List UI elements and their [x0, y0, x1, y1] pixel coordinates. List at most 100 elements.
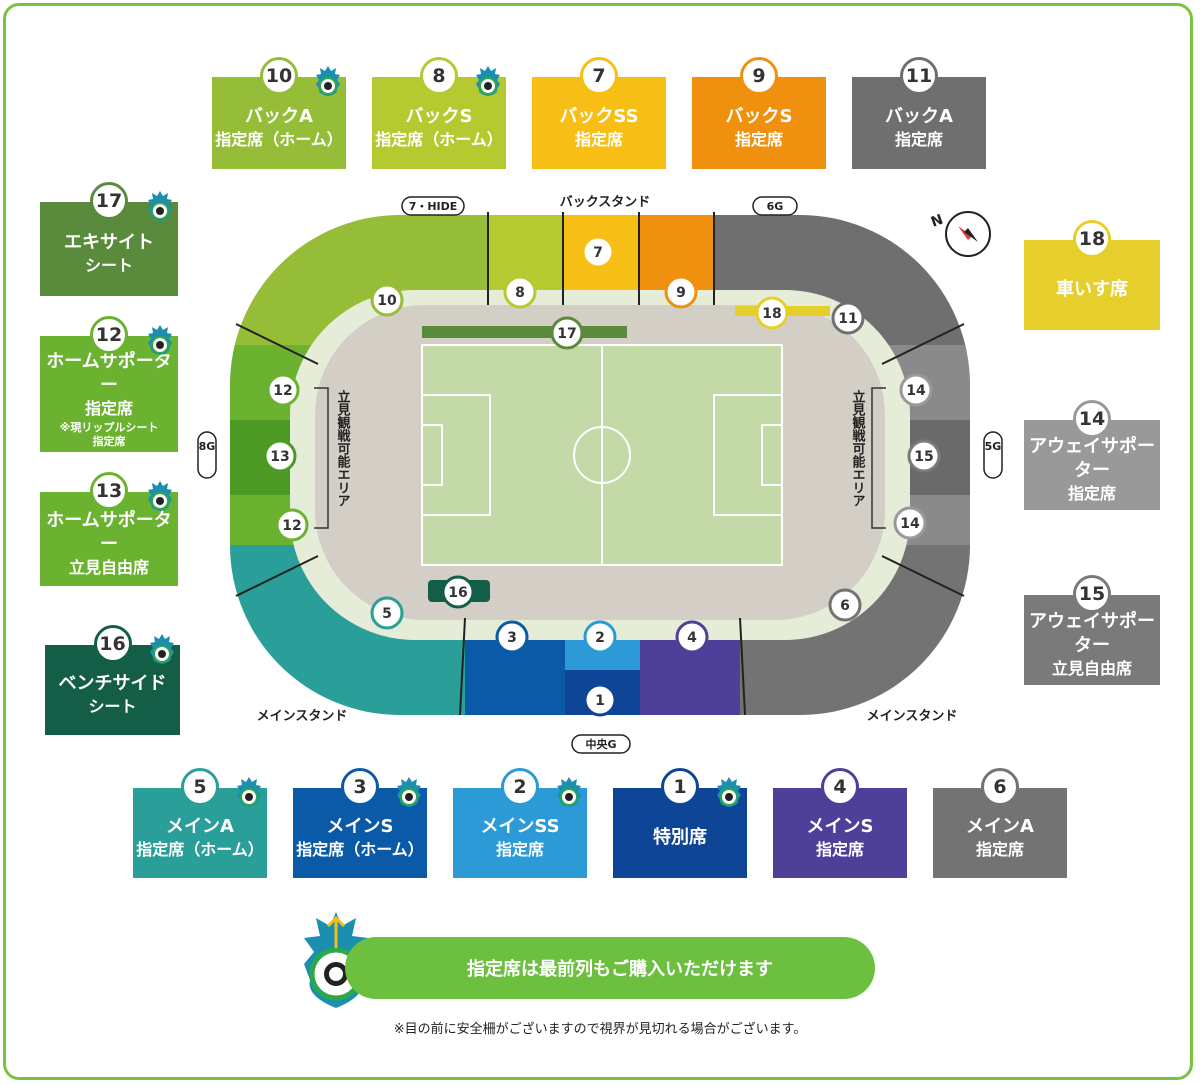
gate-7hide: 7・HIDE [409, 200, 458, 213]
seat-card-title: ベンチサイド [58, 673, 167, 694]
section-marker-5[interactable] [370, 596, 404, 630]
main-stand-label-right: メインスタンド [867, 709, 958, 724]
section-marker-label: 15 [914, 449, 933, 465]
seat-card-16[interactable]: 16 ベンチサイドシート [45, 625, 180, 735]
section-marker-1[interactable] [583, 683, 617, 717]
section-marker-10[interactable] [370, 283, 404, 317]
section-marker-label: 9 [676, 285, 686, 301]
standing-area-left: 立見観戦可能エリア [335, 389, 352, 507]
section-marker-label: 1 [595, 693, 605, 709]
seat-card-title: メインS [326, 816, 394, 837]
seat-card-subtitle: 指定席 [574, 130, 623, 149]
section-marker-label: 17 [557, 326, 576, 342]
section-marker-label: 7 [593, 245, 603, 261]
seat-card-4[interactable]: 4 メインS 指定席 [773, 768, 907, 878]
section-marker-18[interactable] [755, 296, 789, 330]
section-marker-13[interactable] [263, 439, 297, 473]
seat-card-subtitle: 指定席 [894, 130, 943, 149]
section-marker-14[interactable] [893, 506, 927, 540]
section-marker-6[interactable] [828, 588, 862, 622]
club-crest-icon [237, 777, 261, 807]
section-marker-12[interactable] [266, 373, 300, 407]
club-crest-icon [476, 66, 500, 96]
seat-card-title: ホームサポーター [46, 350, 172, 396]
safety-note: ※目の前に安全柵がございますので視界が見切れる場合がございます。 [393, 1022, 807, 1037]
gate-8g: 8G [199, 440, 216, 453]
gate-5g-text: 5G [985, 440, 1002, 453]
seat-number-badge: 17 [90, 182, 128, 220]
seat-card-subtitle: 指定席 [815, 840, 864, 859]
club-crest-icon [557, 777, 581, 807]
section-marker-12[interactable] [275, 508, 309, 542]
section-marker-16[interactable] [441, 575, 475, 609]
section-marker-label: 12 [282, 518, 301, 534]
section-marker-15[interactable] [907, 439, 941, 473]
seat-number-badge: 18 [1073, 220, 1111, 258]
seat-card-subtitle: 立見自由席 [68, 558, 149, 577]
section-marker-label: 8 [515, 285, 525, 301]
section-marker-label: 6 [840, 598, 850, 614]
seat-number-badge: 14 [1073, 400, 1111, 438]
seat-card-subtitle: 指定席（ホーム） [296, 840, 424, 859]
club-crest-icon [148, 191, 172, 221]
seat-number-badge: 7 [580, 57, 618, 95]
section-marker-3[interactable] [495, 620, 529, 654]
section-marker-7[interactable] [581, 235, 615, 269]
seat-number-badge: 12 [90, 316, 128, 354]
section-marker-11[interactable] [831, 301, 865, 335]
section-marker-8[interactable] [503, 275, 537, 309]
gate-5g: 5G [985, 440, 1002, 453]
club-crest-icon [397, 777, 421, 807]
section-marker-label: 16 [448, 585, 467, 601]
compass-label: N [929, 212, 945, 231]
gate-6g: 6G [767, 200, 784, 213]
section-marker-label: 4 [687, 630, 697, 646]
seat-number-badge: 4 [821, 768, 859, 806]
seat-number-badge: 6 [981, 768, 1019, 806]
section-marker-label: 2 [595, 630, 605, 646]
seat-card-title: メインS [806, 816, 874, 837]
section-marker-14[interactable] [899, 373, 933, 407]
seat-card-title: アウェイサポーター [1029, 611, 1155, 656]
seat-card-title: アウェイサポーター [1029, 436, 1155, 481]
seat-number-badge: 10 [260, 57, 298, 95]
seat-card-title: バックS [725, 106, 793, 127]
section-marker-17[interactable] [550, 316, 584, 350]
section-marker-9[interactable] [664, 275, 698, 309]
seat-card-title: バックA [885, 106, 953, 127]
section-marker-4[interactable] [675, 620, 709, 654]
seat-card-subtitle: 指定席（ホーム） [136, 840, 264, 859]
section-marker-2[interactable] [583, 620, 617, 654]
seat-card-10[interactable]: 10 バックA 指定席（ホーム） [212, 57, 346, 169]
seat-card-subtitle: 指定席 [84, 398, 133, 418]
seat-card-subtitle: シート [88, 697, 137, 716]
seat-number-badge: 15 [1073, 575, 1111, 613]
seat-card-subtitle: 指定席（ホーム） [215, 130, 343, 149]
seat-card-title: バックA [245, 106, 313, 127]
seat-card-note-2: 指定席 [92, 434, 126, 448]
seat-card-note: ※現リップルシート [59, 420, 159, 434]
section-marker-label: 18 [762, 306, 781, 322]
section-marker-label: 12 [273, 383, 292, 399]
seat-card-title: メインA [966, 816, 1034, 837]
seat-card-subtitle: 指定席 [495, 840, 544, 859]
seat-number-badge: 8 [420, 57, 458, 95]
seat-card-title: メインSS [480, 816, 560, 837]
seat-number-badge: 16 [93, 625, 132, 663]
back-stand-label: バックスタンド [560, 195, 651, 210]
